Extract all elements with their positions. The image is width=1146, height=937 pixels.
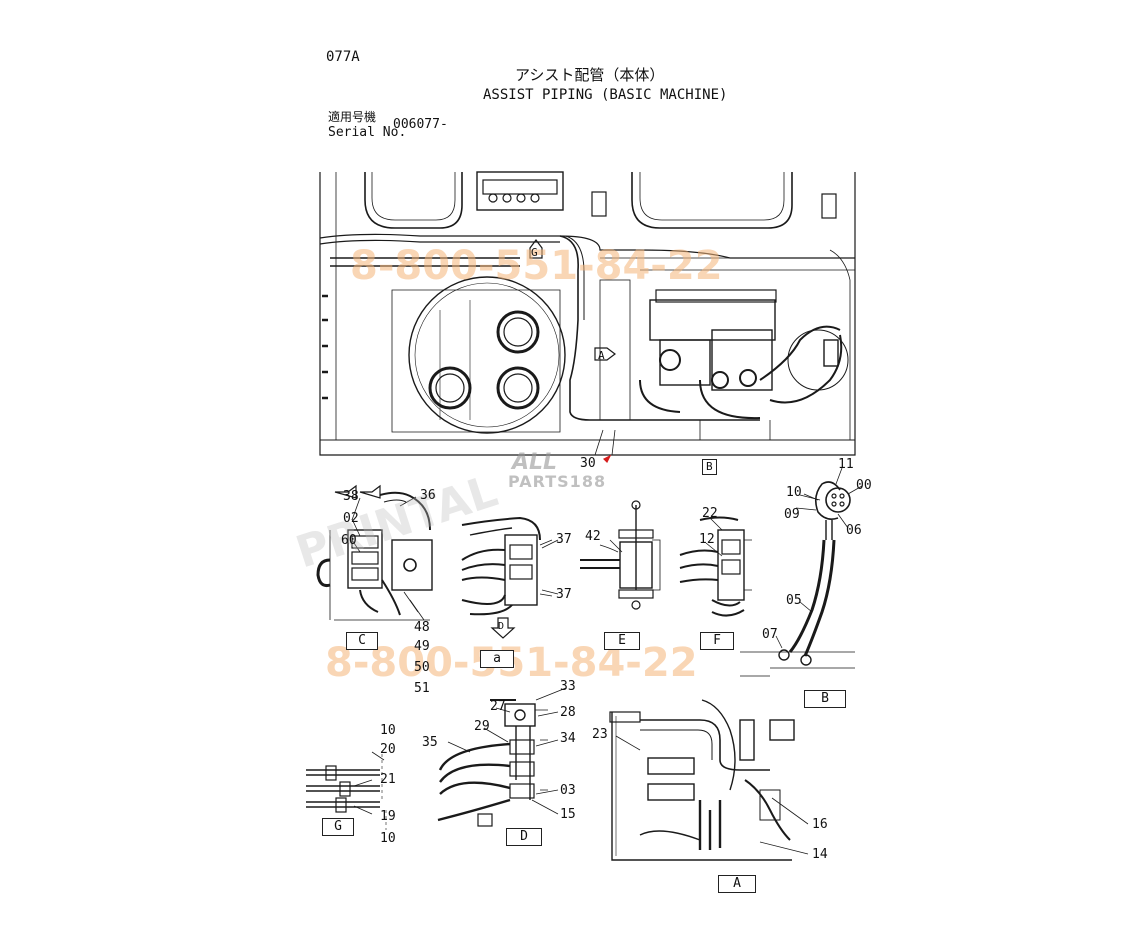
ref-38: 38 (343, 489, 359, 504)
ref-29: 29 (474, 719, 490, 734)
serial-label: Serial No. (328, 125, 407, 140)
view-a-small-caption: a (480, 650, 514, 668)
ref-19: 19 (380, 809, 396, 824)
ref-37-top: 37 (556, 532, 572, 547)
ref-16: 16 (812, 817, 828, 832)
ref-30: 30 (580, 456, 596, 471)
ref-28: 28 (560, 705, 576, 720)
ref-27: 27 (490, 699, 506, 714)
detail-view-a (609, 699, 795, 861)
view-c-caption: C (346, 632, 378, 650)
arrow-d-label: D (498, 621, 505, 632)
ref-02: 02 (343, 511, 359, 526)
view-b-caption: B (804, 690, 846, 708)
serial-value: 006077- (393, 117, 448, 132)
ref-06: 06 (846, 523, 862, 538)
view-e-caption: E (604, 632, 640, 650)
detail-view-e (580, 500, 661, 610)
ref-42: 42 (585, 529, 601, 544)
ref-09: 09 (784, 507, 800, 522)
ref-11: 11 (838, 457, 854, 472)
ref-60: 60 (341, 533, 357, 548)
ref-15: 15 (560, 807, 576, 822)
view-g-caption: G (322, 818, 354, 836)
ref-36: 36 (420, 488, 436, 503)
ref-50: 50 (414, 660, 430, 675)
arrow-a-label: A (598, 349, 605, 362)
ref-10-top: 10 (380, 723, 396, 738)
ref-07: 07 (762, 627, 778, 642)
ref-49: 49 (414, 639, 430, 654)
ref-35: 35 (422, 735, 438, 750)
view-a-caption: A (718, 875, 756, 893)
ref-22: 22 (702, 506, 718, 521)
ref-34: 34 (560, 731, 576, 746)
arrow-b-label: B (702, 459, 717, 475)
ref-03: 03 (560, 783, 576, 798)
detail-view-g (306, 754, 387, 830)
ref-23: 23 (592, 727, 608, 742)
ref-10: 10 (786, 485, 802, 500)
ref-37-bottom: 37 (556, 587, 572, 602)
view-d-caption: D (506, 828, 542, 846)
ref-12: 12 (699, 532, 715, 547)
title-english: ASSIST PIPING (BASIC MACHINE) (483, 87, 728, 103)
ref-05: 05 (786, 593, 802, 608)
detail-view-b (740, 481, 855, 677)
title-japanese: アシスト配管（本体） (515, 66, 665, 84)
ref-00: 00 (856, 478, 872, 493)
ref-21: 21 (380, 772, 396, 787)
ref-51: 51 (414, 681, 430, 696)
view-f-caption: F (700, 632, 734, 650)
ref-48: 48 (414, 620, 430, 635)
detail-view-f (679, 516, 752, 617)
main-top-view (319, 171, 856, 464)
leader-lines (351, 467, 863, 855)
arrow-g-label: G (531, 246, 538, 259)
ref-10-bottom: 10 (380, 831, 396, 846)
detail-view-c (316, 484, 433, 621)
page-code: 077A (326, 49, 360, 65)
ref-33: 33 (560, 679, 576, 694)
detail-view-d (437, 699, 548, 827)
serial-label-japanese: 適用号機 (328, 110, 377, 124)
ref-14: 14 (812, 847, 828, 862)
ref-20: 20 (380, 742, 396, 757)
detail-view-a-small (461, 516, 553, 639)
